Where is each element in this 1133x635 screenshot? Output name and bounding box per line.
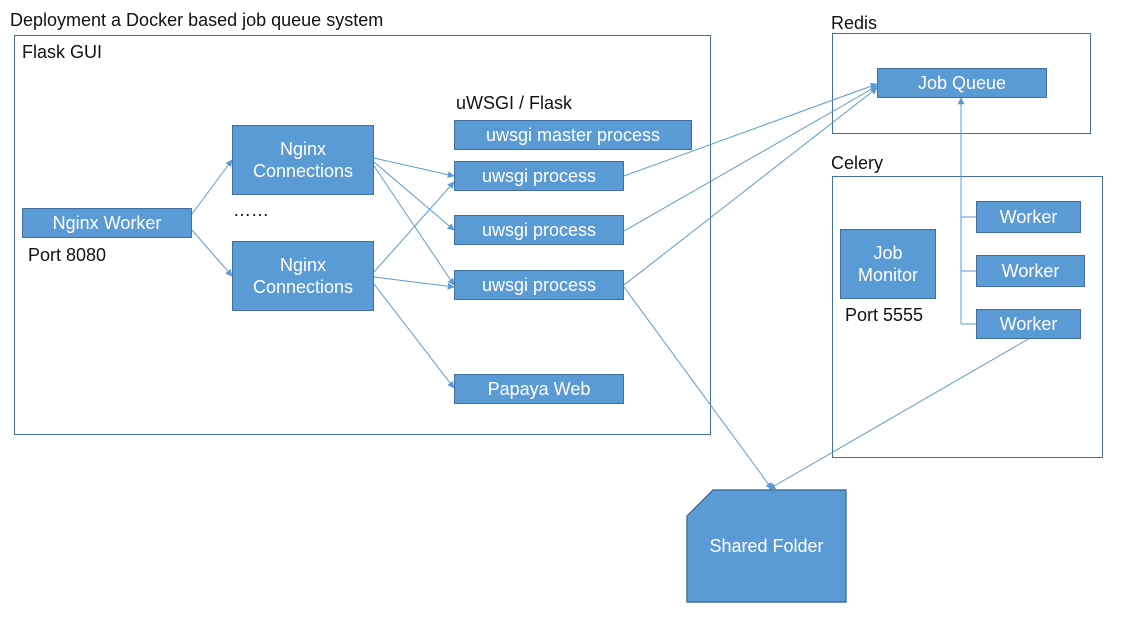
nginx-connections-node-2[interactable]: Nginx Connections [232,241,374,311]
edge-uwsgi3-queue [623,87,878,286]
edge-conn1-uwsgi3 [373,165,455,286]
uwsgi-process-node-1[interactable]: uwsgi process [454,161,624,191]
uwsgi-master-node[interactable]: uwsgi master process [454,120,692,150]
diagram-title: Deployment a Docker based job queue syst… [10,10,384,30]
edge-conn1-uwsgi1 [373,157,455,179]
nginx-worker-node[interactable]: Nginx Worker [22,208,192,238]
shared-folder-icon[interactable] [686,489,847,603]
edge-uwsgi2-queue [623,85,878,232]
edge-conn1-uwsgi2 [373,161,455,231]
worker-node-1[interactable]: Worker [976,201,1081,233]
job-queue-node[interactable]: Job Queue [877,68,1047,98]
monitor-port-label: Port 5555 [845,305,924,325]
edge-uwsgi3-folder [623,286,773,490]
uwsgi-process-node-2[interactable]: uwsgi process [454,215,624,245]
flask-gui-label: Flask GUI [22,42,103,62]
edge-uwsgi1-queue [623,82,878,177]
shared-folder-label: Shared Folder [709,536,824,556]
papaya-web-node[interactable]: Papaya Web [454,374,624,404]
worker-node-2[interactable]: Worker [976,255,1085,287]
job-monitor-node[interactable]: Job Monitor [840,229,936,299]
worker-node-3[interactable]: Worker [976,309,1081,339]
edge-worker-conn2 [191,229,233,277]
uwsgi-flask-label: uWSGI / Flask [456,93,573,113]
celery-label: Celery [831,153,884,173]
ellipsis-label: …… [233,200,269,220]
edge-worker3-folder [768,337,1031,490]
redis-label: Redis [831,13,878,33]
edge-worker-conn1 [191,159,233,215]
edge-conn2-papaya [373,283,455,389]
nginx-connections-node-1[interactable]: Nginx Connections [232,125,374,195]
uwsgi-process-node-3[interactable]: uwsgi process [454,270,624,300]
nginx-port-label: Port 8080 [28,245,107,265]
edge-conn2-uwsgi3 [373,276,455,290]
edge-conn2-uwsgi1 [373,181,455,273]
